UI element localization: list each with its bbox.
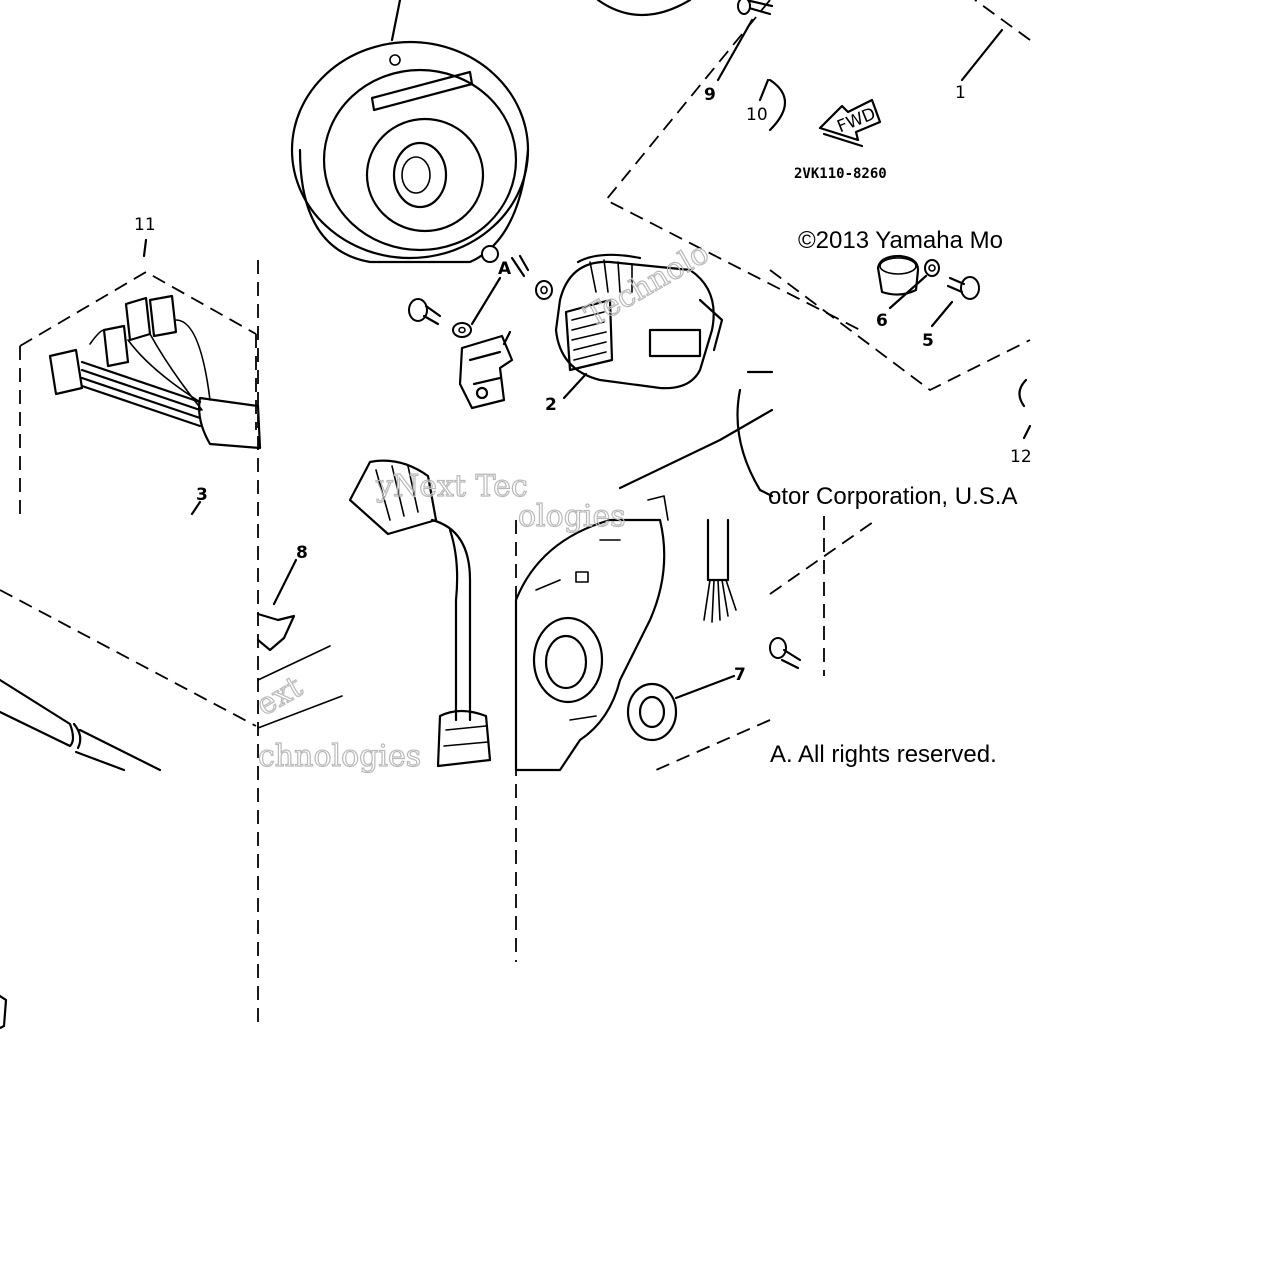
arc-1020 — [768, 78, 786, 132]
flywheel-rotor — [290, 0, 692, 264]
watermark-text-5: ext — [250, 669, 308, 723]
part-number-label: 2VK110-8260 — [794, 166, 887, 182]
callout-A: A — [498, 259, 512, 279]
bolt-9 — [737, 0, 774, 16]
copyright-line-2: otor Corporation, U.S.A — [768, 483, 1017, 510]
base-plate-edge — [257, 645, 343, 729]
copyright-line-1: ©2013 Yamaha Mo — [798, 227, 1003, 254]
watermark-text-3: chnologies — [258, 739, 421, 774]
assembly-boundary-mid — [769, 269, 1031, 392]
leader-1 — [960, 28, 1004, 82]
tube-segments — [0, 678, 162, 772]
harness-boundary — [19, 270, 257, 516]
watermark-text-2: Technolo — [579, 236, 715, 335]
stator-plate — [514, 518, 666, 772]
leader-10 — [758, 78, 770, 102]
callout-6: 6 — [876, 311, 888, 331]
washer-6b — [924, 259, 940, 277]
callout-8: 8 — [296, 543, 308, 563]
callout-9: 9 — [704, 85, 716, 105]
leader-9 — [716, 18, 754, 82]
leader-A — [470, 276, 502, 326]
part-12-fragment — [1018, 378, 1028, 408]
callout-7: 7 — [734, 665, 746, 685]
bracket-mark — [0, 994, 8, 1030]
washer-left — [452, 322, 472, 338]
leader-12 — [1022, 424, 1032, 440]
callout-3: 3 — [196, 485, 208, 505]
leader-11 — [142, 238, 148, 258]
pulser-coil — [458, 330, 514, 410]
callout-10: 10 — [746, 105, 768, 125]
bolt-left — [408, 298, 442, 326]
screw-5 — [946, 276, 980, 300]
cover-bolt — [647, 495, 669, 521]
leader-7 — [674, 674, 736, 700]
bolt-right-lower — [769, 637, 802, 670]
callout-11: 11 — [134, 215, 156, 235]
wire-harness — [48, 294, 262, 450]
pulser-lead — [348, 459, 492, 768]
watermark: yNext Tec Technolo chnologies ologies ex… — [250, 235, 716, 775]
callout-5: 5 — [922, 331, 934, 351]
leader-8 — [272, 558, 298, 606]
callout-labels: 1 2 3 5 6 7 8 9 10 11 12 A — [134, 83, 1032, 685]
copyright-notice: ©2013 Yamaha Mo otor Corporation, U.S.A … — [768, 227, 1017, 768]
lower-left-boundary — [0, 589, 257, 727]
washer-center — [535, 280, 553, 300]
cap-6 — [876, 254, 920, 296]
assembly-boundary-upper — [604, 0, 1031, 331]
lead-wires — [703, 518, 737, 623]
watermark-text-1: yNext Tec — [375, 469, 528, 504]
callout-12: 12 — [1010, 447, 1032, 467]
stator-coil — [554, 253, 724, 390]
fwd-arrow-icon: FWD — [818, 98, 882, 148]
callout-2: 2 — [545, 395, 557, 415]
screw-center — [481, 245, 530, 278]
cover-fragment — [618, 370, 774, 498]
leader-6 — [888, 274, 928, 310]
watermark-text-4: ologies — [518, 499, 626, 534]
leader-5 — [930, 300, 954, 328]
leader-2 — [562, 372, 588, 400]
lower-right-boundary — [655, 516, 877, 771]
oil-seal-7 — [626, 682, 678, 742]
leader-3 — [190, 500, 202, 516]
callout-1: 1 — [955, 83, 966, 103]
copyright-line-3: A. All rights reserved. — [770, 741, 997, 768]
clamp — [256, 612, 296, 652]
